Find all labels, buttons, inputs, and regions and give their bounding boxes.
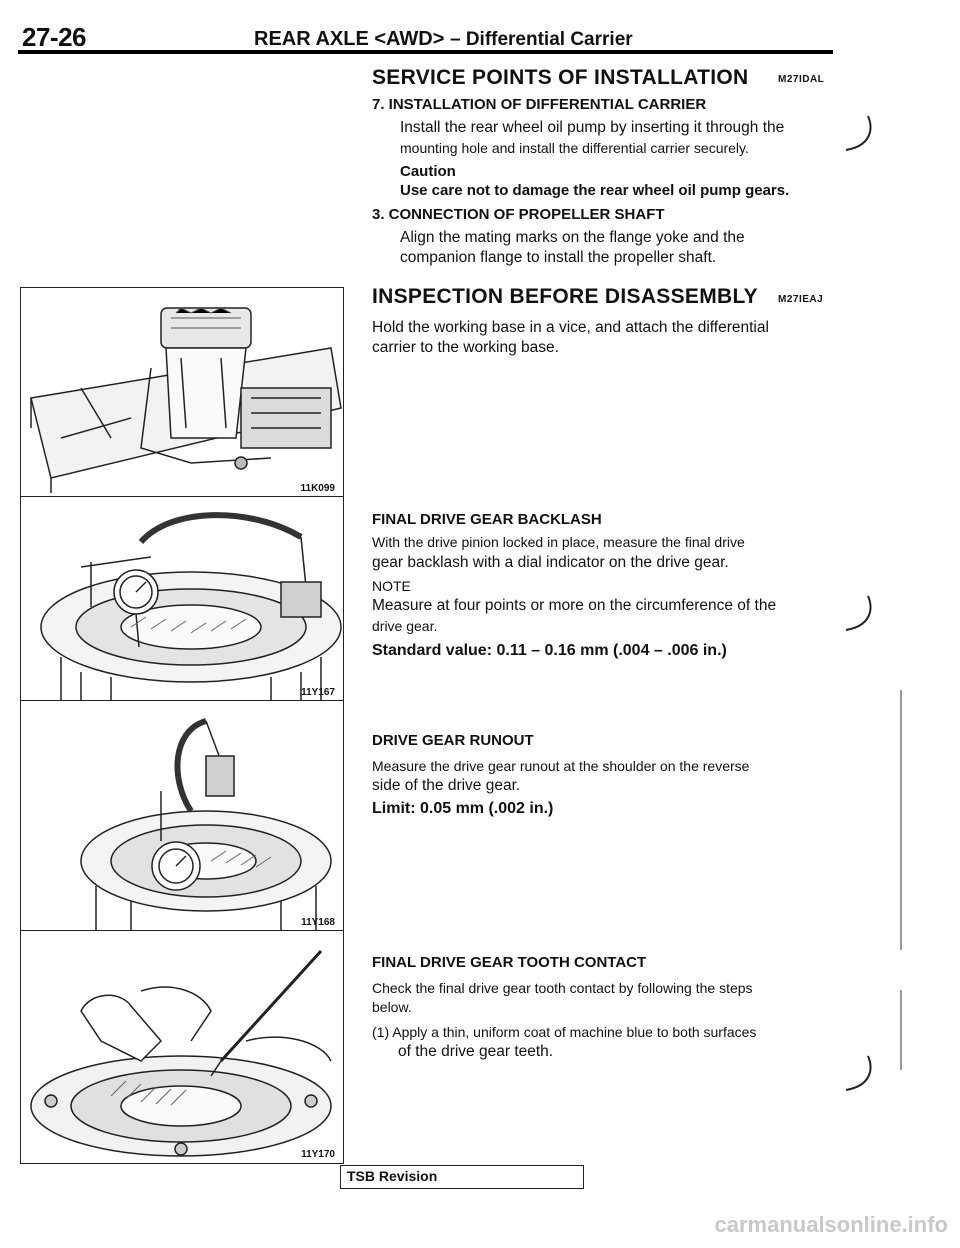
- install-code: M27IDAL: [778, 74, 825, 85]
- tooth-contact-brush-illustration: [30, 949, 332, 1157]
- step7-line2: mounting hole and install the differenti…: [400, 140, 749, 156]
- page-title: REAR AXLE <AWD> – Differential Carrier: [254, 28, 633, 51]
- watermark: carmanualsonline.info: [714, 1212, 949, 1237]
- inspect-code: M27IEAJ: [778, 294, 824, 305]
- runout-line2: side of the drive gear.: [372, 777, 521, 794]
- tooth-contact-step1-line2: of the drive gear teeth.: [398, 1043, 554, 1060]
- inspect-line1: Hold the working base in a vice, and att…: [372, 319, 769, 336]
- caution-label: Caution: [400, 163, 456, 180]
- tooth-contact-line1: Check the final drive gear tooth contact…: [372, 980, 753, 996]
- figure-code-2: 11Y167: [301, 687, 335, 698]
- page-title-sub: – Differential Carrier: [449, 29, 633, 50]
- install-heading: SERVICE POINTS OF INSTALLATION: [372, 66, 749, 89]
- backlash-note-line1: Measure at four points or more on the ci…: [372, 597, 777, 614]
- margin-line-2: [900, 990, 902, 1070]
- tsb-revision-box: TSB Revision: [340, 1165, 584, 1189]
- figure-runout: 11Y168: [20, 700, 344, 932]
- header-rule: [18, 50, 833, 54]
- backlash-standard-value: Standard value: 0.11 – 0.16 mm (.004 – .…: [372, 642, 727, 659]
- page-title-main: REAR AXLE <AWD>: [254, 28, 445, 50]
- binder-mark-2: [845, 595, 872, 631]
- inspect-heading: INSPECTION BEFORE DISASSEMBLY: [372, 285, 758, 308]
- step3-title: 3. CONNECTION OF PROPELLER SHAFT: [372, 206, 665, 223]
- runout-limit: Limit: 0.05 mm (.002 in.): [372, 800, 554, 817]
- runout-dial-indicator-illustration: [80, 718, 332, 931]
- margin-line: [900, 690, 902, 950]
- binder-mark-3: [845, 1055, 872, 1091]
- caution-text: Use care not to damage the rear wheel oi…: [400, 182, 790, 199]
- backlash-note-line2: drive gear.: [372, 618, 438, 634]
- runout-line1: Measure the drive gear runout at the sho…: [372, 758, 750, 774]
- inspect-line2: carrier to the working base.: [372, 339, 559, 356]
- backlash-note-label: NOTE: [372, 578, 411, 594]
- step7-line1: Install the rear wheel oil pump by inser…: [400, 119, 785, 136]
- tsb-revision-label: TSB Revision: [347, 1168, 438, 1184]
- backlash-title: FINAL DRIVE GEAR BACKLASH: [372, 511, 602, 528]
- step7-title: 7. INSTALLATION OF DIFFERENTIAL CARRIER: [372, 96, 707, 113]
- figure-tooth-contact: 11Y170: [20, 930, 344, 1164]
- working-base-illustration: [30, 307, 342, 493]
- figure-code-1: 11K099: [300, 483, 335, 494]
- step3-line2: companion flange to install the propelle…: [400, 249, 717, 266]
- page-number: 27-26: [22, 22, 87, 52]
- backlash-line1: With the drive pinion locked in place, m…: [372, 534, 745, 550]
- figure-code-3: 11Y168: [301, 917, 335, 928]
- backlash-line2: gear backlash with a dial indicator on t…: [372, 554, 729, 571]
- backlash-dial-indicator-illustration: [40, 512, 342, 701]
- tooth-contact-step1-line1: (1) Apply a thin, uniform coat of machin…: [372, 1024, 757, 1040]
- tooth-contact-line2: below.: [372, 999, 412, 1015]
- step3-line1: Align the mating marks on the flange yok…: [400, 229, 745, 246]
- tooth-contact-title: FINAL DRIVE GEAR TOOTH CONTACT: [372, 954, 647, 971]
- figure-working-base: 11K099: [20, 287, 344, 498]
- figure-backlash: 11Y167: [20, 496, 344, 702]
- binder-mark-1: [845, 115, 872, 151]
- runout-title: DRIVE GEAR RUNOUT: [372, 732, 534, 749]
- figure-code-4: 11Y170: [301, 1149, 335, 1160]
